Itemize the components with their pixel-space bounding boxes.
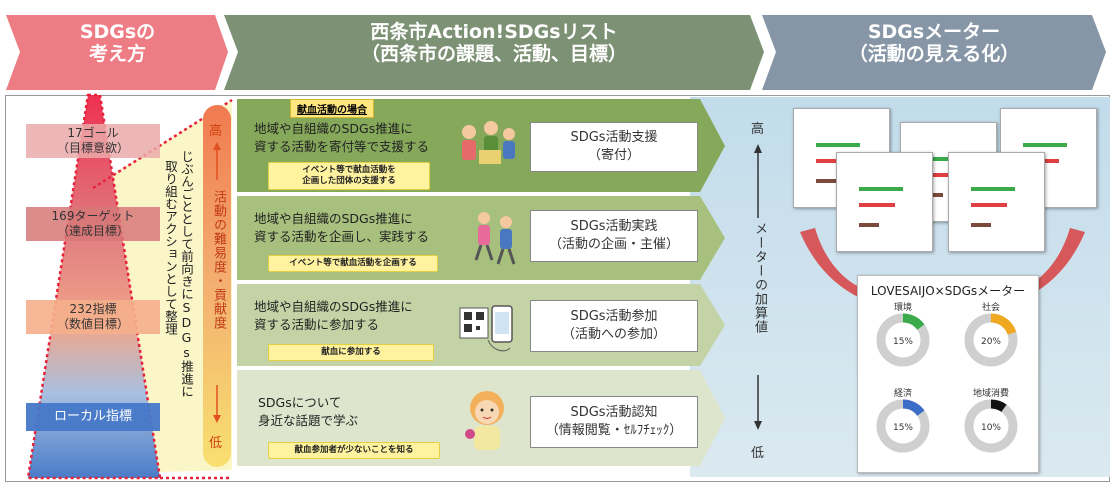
level-169-targets: 169ターゲット （達成目標） <box>26 207 160 241</box>
meter-sheet-thumbnail <box>948 152 1045 252</box>
level-169-targets-line1: 169ターゲット <box>51 209 135 223</box>
row-1-tag-line2: 企画した団体の支援する <box>302 176 396 187</box>
smartphone-qr-icon <box>458 300 520 358</box>
row-3-line2: 資する活動に参加する <box>254 317 380 333</box>
row-4-tag-line1: 献血参加者が少ないことを知る <box>294 445 414 455</box>
level-17-goals-line2: （目標意欲） <box>56 141 129 155</box>
row-2-line1: 地域や自組織のSDGs推進に <box>254 211 413 226</box>
middle-header-line1: 西条市Action!SDGsリスト <box>370 21 618 43</box>
left-header-shape <box>6 15 228 90</box>
row-1-line2: 資する活動を寄付等で支援する <box>254 139 430 155</box>
row-3-result-line2: （活動への参加） <box>561 327 666 342</box>
sdgs-pyramid <box>28 95 160 478</box>
row-1-result: SDGs活動支援 （寄付） <box>530 122 698 172</box>
learning-person-icon <box>458 386 516 456</box>
gauge-arc-1 <box>964 313 1018 367</box>
row-1-result-line2: （寄付） <box>587 148 640 163</box>
meter-high: 高 <box>751 122 765 137</box>
middle-header-shape <box>224 15 764 90</box>
difficulty-low: 低 <box>209 436 223 451</box>
row-1-tag: イベント等で献血活動を 企画した団体の支援する <box>268 162 430 191</box>
row-1-tag-line1: イベント等で献血活動を <box>302 165 396 175</box>
meter-panel-title: LOVESAIJO×SDGsメーター <box>870 284 1026 298</box>
row-3-result: SDGs活動参加 （活動への参加） <box>530 300 698 352</box>
row-3-result-line1: SDGs活動参加 <box>570 309 658 325</box>
level-232-indicators: 232指標 （数値目標） <box>26 300 160 334</box>
gauge-value-3: 10% <box>981 423 1001 433</box>
gauge-arc-0 <box>876 313 930 367</box>
pyramid-outline <box>26 93 162 480</box>
level-232-indicators-line1: 232指標 <box>69 302 117 316</box>
difficulty-scale-bar <box>203 105 231 467</box>
gauge-arc-2 <box>876 399 930 453</box>
row-3-line1: 地域や自組織のSDGs推進に <box>254 299 413 314</box>
meter-panel: LOVESAIJO×SDGsメーター 環境 15% 社会 20% 経済 15% 地域消費 10… <box>857 275 1039 473</box>
row-4-line2: 身近な話題で学ぶ <box>258 413 359 429</box>
right-header-line1: SDGsメーター <box>867 21 1001 43</box>
meter-sheet-thumbnail <box>836 152 933 252</box>
gauge-label-1: 社会 <box>982 301 1000 313</box>
level-local-indicators-line1: ローカル指標 <box>53 409 132 424</box>
right-header-line2: （活動の見える化） <box>848 42 1020 65</box>
gauge-label-2: 経済 <box>894 387 912 399</box>
level-local-indicators: ローカル指標 <box>26 403 160 432</box>
vertical-caption-1: じぶんごととして前向きにSDGs推進に <box>179 150 194 398</box>
middle-header-line2: （西条市の課題、活動、目標） <box>360 42 627 65</box>
row-2-result-line2: （活動の企画・主催） <box>548 237 679 252</box>
row-4-result-line1: SDGs活動認知 <box>570 405 658 421</box>
row-4-description: SDGsについて 身近な話題で学ぶ <box>258 394 358 430</box>
right-header-title: SDGsメーター （活動の見える化） <box>776 21 1092 66</box>
gauge-value-1: 20% <box>981 337 1001 347</box>
donation-people-icon <box>453 118 523 173</box>
vertical-caption-2: 取り組むアクションとして整理 <box>163 160 178 335</box>
row-2-result-line1: SDGs活動実践 <box>570 219 658 235</box>
left-header-line1: SDGsの <box>79 21 156 43</box>
row-1-description: 地域や自組織のSDGs推進に 資する活動を寄付等で支援する <box>254 120 429 156</box>
row-4-result: SDGs活動認知 （情報閲覧・ｾﾙﾌﾁｪｯｸ） <box>530 396 698 448</box>
row-3-description: 地域や自組織のSDGs推進に 資する活動に参加する <box>254 298 413 334</box>
difficulty-label: 活動の難易度・貢献度 <box>211 190 226 330</box>
row-2-line2: 資する活動を企画し、実践する <box>254 229 430 245</box>
row-1-result-line1: SDGs活動支援 <box>570 130 658 146</box>
meter-label: メーターの加算値 <box>752 222 767 334</box>
right-header-shape <box>762 15 1106 90</box>
left-header-line2: 考え方 <box>88 42 146 65</box>
row-4-line1: SDGsについて <box>258 395 342 410</box>
example-tag: 献血活動の場合 <box>290 99 374 118</box>
row-3-tag-line1: 献血に参加する <box>321 347 381 357</box>
left-header-title: SDGsの 考え方 <box>20 21 215 66</box>
level-17-goals-line1: 17ゴール <box>67 126 119 140</box>
meter-gauges: 環境 15% 社会 20% 経済 15% 地域消費 10% <box>876 301 1018 453</box>
level-232-indicators-line2: （数値目標） <box>56 317 129 331</box>
gauge-value-0: 15% <box>893 337 913 347</box>
gauge-label-3: 地域消費 <box>973 387 1009 399</box>
difficulty-high: 高 <box>209 124 223 139</box>
row-2-result: SDGs活動実践 （活動の企画・主催） <box>530 210 698 262</box>
row-3-tag: 献血に参加する <box>268 344 434 362</box>
row-2-tag-line1: イベント等で献血活動を企画する <box>289 258 417 268</box>
row-2-tag: イベント等で献血活動を企画する <box>268 255 438 273</box>
level-169-targets-line2: （達成目標） <box>56 224 129 238</box>
middle-header-title: 西条市Action!SDGsリスト （西条市の課題、活動、目標） <box>238 21 750 66</box>
header-banners <box>6 15 1106 90</box>
level-17-goals: 17ゴール （目標意欲） <box>26 124 160 158</box>
row-4-tag: 献血参加者が少ないことを知る <box>268 442 440 460</box>
row-1-line1: 地域や自組織のSDGs推進に <box>254 121 413 136</box>
row-4-result-line2: （情報閲覧・ｾﾙﾌﾁｪｯｸ） <box>545 423 683 438</box>
gauge-value-2: 15% <box>893 423 913 433</box>
meter-low: 低 <box>751 446 765 461</box>
gauge-label-0: 環境 <box>894 301 912 313</box>
gauge-arc-3 <box>964 399 1018 453</box>
row-2-description: 地域や自組織のSDGs推進に 資する活動を企画し、実践する <box>254 210 429 246</box>
running-people-icon <box>466 208 526 268</box>
